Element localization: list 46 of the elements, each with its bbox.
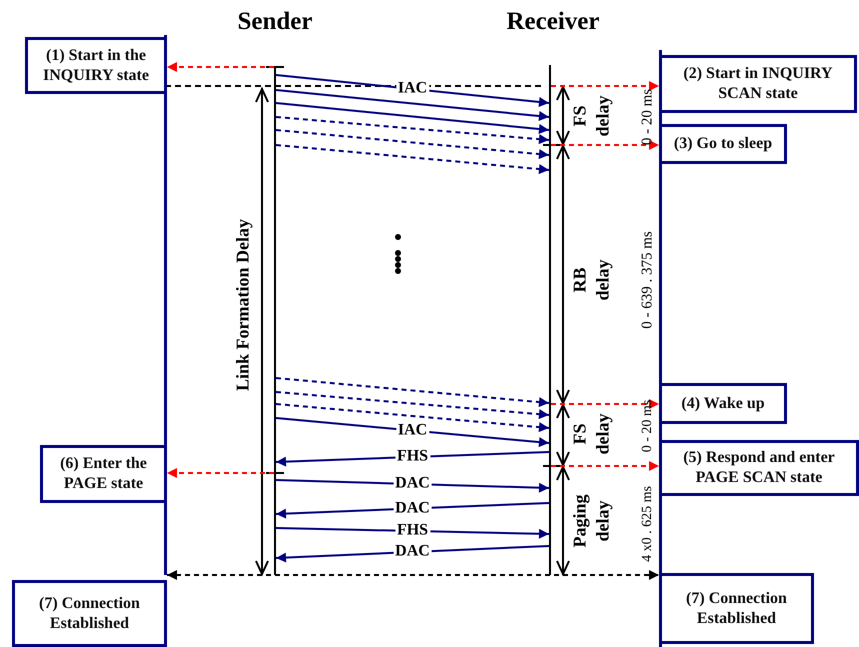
dashed-arrow: [167, 468, 274, 478]
column-heading: Receiver: [506, 8, 600, 36]
state-box: [40, 445, 167, 503]
delay-label: FS delay: [568, 94, 614, 139]
arrow: [276, 102, 550, 134]
state-label: (7) Connection Established: [38, 594, 141, 634]
dashed-arrow: [276, 403, 550, 432]
state-box: [25, 37, 167, 94]
state-label: (6) Enter the PAGE state: [59, 454, 148, 494]
arrow: [276, 74, 550, 107]
state-box: [659, 55, 857, 113]
state-label: (1) Start in the INQUIRY state: [42, 46, 150, 86]
delay-label: RB delay: [568, 258, 614, 303]
duration-label: 4 x0 . 625 ms: [638, 486, 656, 562]
dashed-arrow: [276, 377, 550, 408]
duration-label: 0 - 639 . 375 ms: [638, 231, 656, 329]
dashed-arrow: [276, 144, 550, 174]
duration-label: 0 - 20 ms: [638, 88, 656, 146]
state-box: [659, 124, 787, 164]
state-label: (2) Start in INQUIRY SCAN state: [682, 64, 834, 104]
state-box: [659, 573, 814, 644]
state-box: [12, 580, 167, 647]
dashed-arrow: [551, 140, 659, 150]
dashed-arrow: [167, 570, 659, 580]
dashed-arrow: [551, 399, 659, 409]
state-label: (5) Respond and enter PAGE SCAN state: [682, 448, 836, 488]
dashed-arrow: [276, 129, 550, 160]
arrow: [276, 417, 550, 448]
dashed-arrow: [167, 62, 274, 72]
dashed-arrow: [551, 461, 659, 471]
delay-label: FS delay: [568, 412, 614, 457]
duration-label: 0 - 20 ms: [638, 400, 656, 452]
lifeline: [549, 65, 551, 575]
delay-label: Link Formation Delay: [231, 219, 254, 391]
state-box: [659, 383, 787, 424]
lifeline: [274, 67, 276, 575]
column-heading: Sender: [238, 8, 312, 36]
dashed-arrow: [551, 81, 659, 91]
dashed-arrow: [276, 391, 550, 420]
dashed-arrow: [276, 116, 550, 144]
state-box: [659, 440, 859, 496]
delay-label: Paging delay: [568, 494, 614, 549]
state-label: (3) Go to sleep: [674, 134, 772, 154]
state-label: (7) Connection Established: [685, 588, 788, 628]
state-label: (4) Wake up: [681, 394, 765, 414]
arrow: [276, 89, 550, 121]
